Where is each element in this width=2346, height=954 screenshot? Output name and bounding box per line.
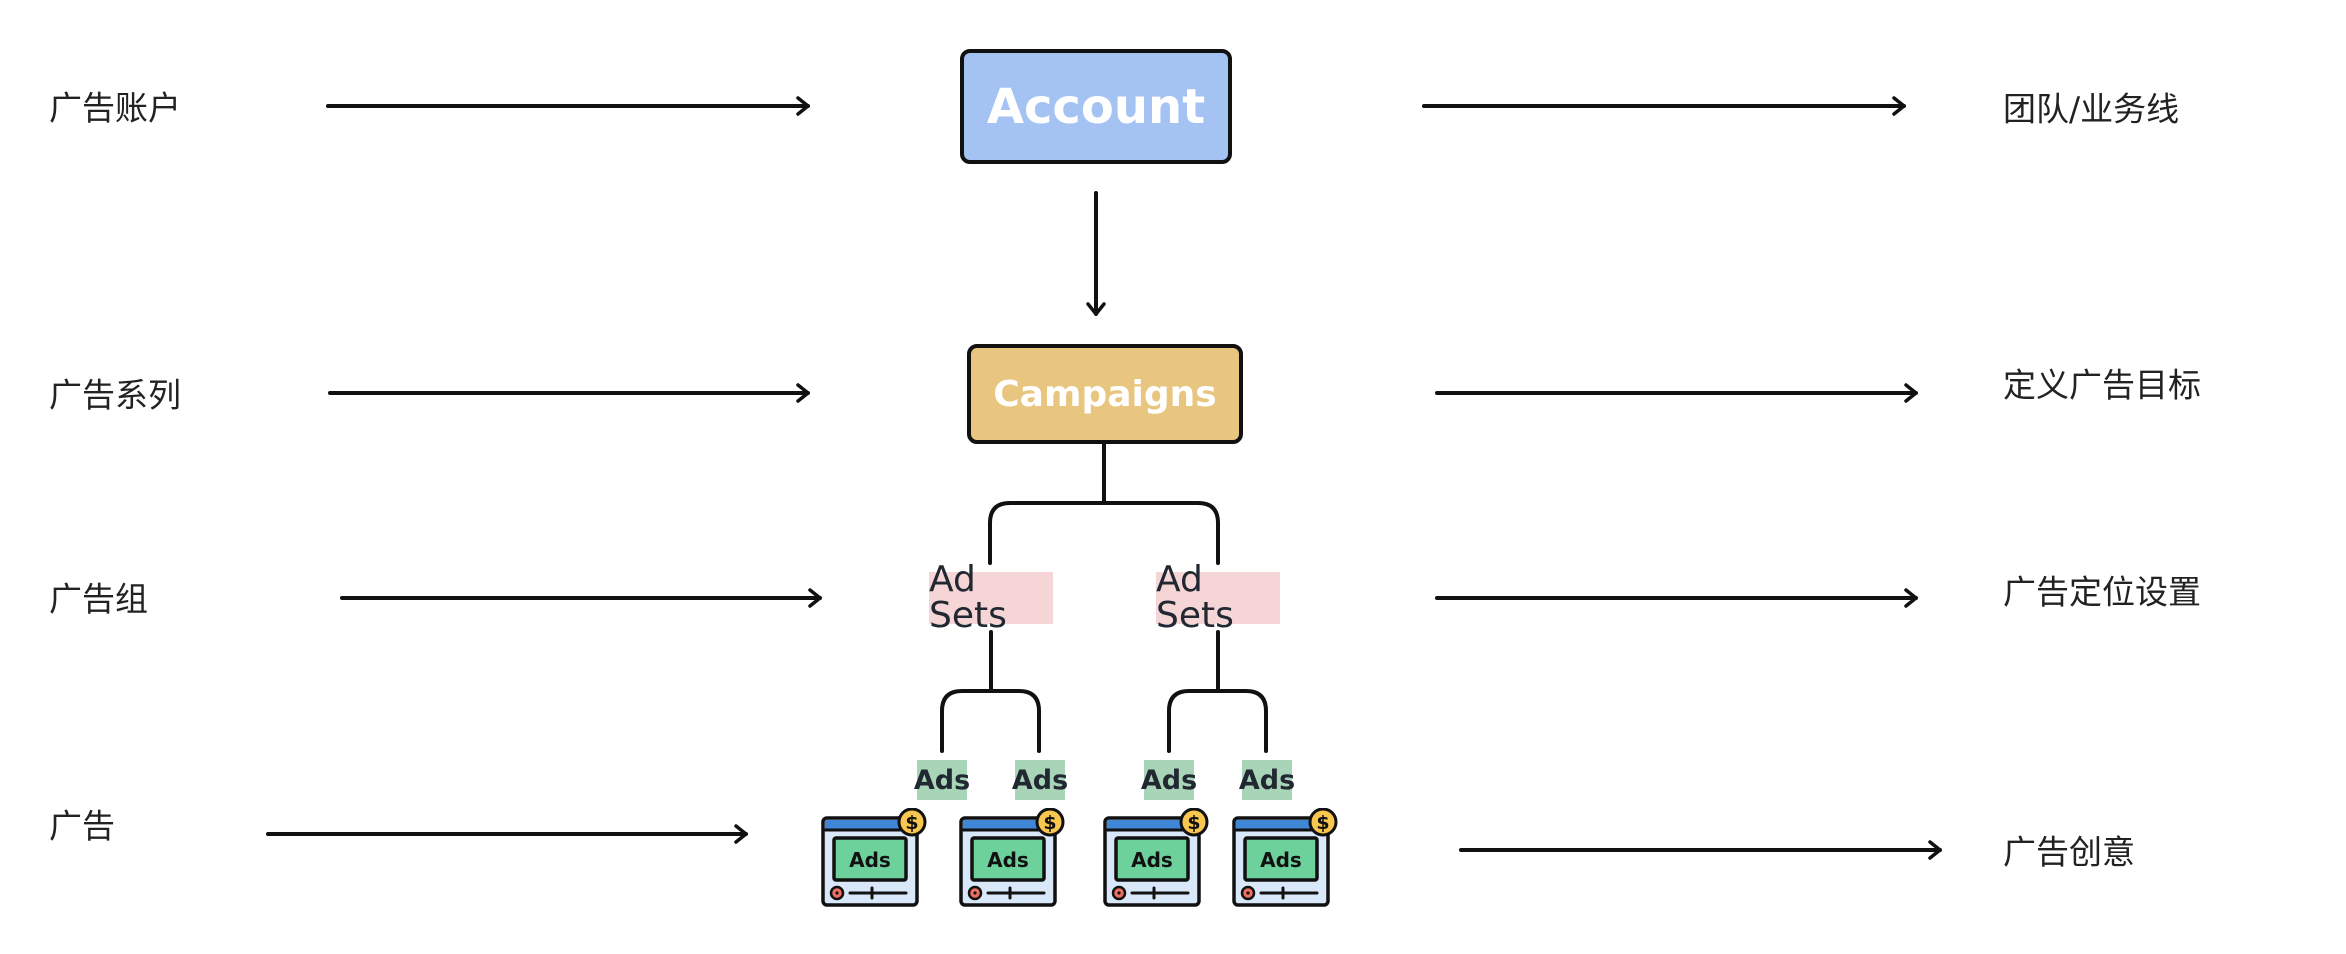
dollar-coin-icon: $	[905, 812, 918, 834]
adset-node-1: Ad Sets	[929, 562, 1053, 634]
connector-adset1-to-ads	[940, 630, 1041, 753]
ad-creative-label: Ads	[1131, 848, 1173, 872]
ad-creative-label: Ads	[987, 848, 1029, 872]
ads-tag-1: Ads	[914, 760, 970, 800]
dollar-coin-icon: $	[1187, 812, 1200, 834]
connector-adset2-to-ads	[1167, 630, 1268, 753]
left-label-account: 广告账户	[49, 88, 181, 128]
right-label-creative: 广告创意	[2003, 832, 2135, 872]
ad-creative-icon-1: Ads $	[821, 808, 927, 907]
dollar-coin-icon: $	[1316, 812, 1329, 834]
campaigns-node-label: Campaigns	[993, 373, 1217, 415]
right-label-objective: 定义广告目标	[2003, 365, 2201, 405]
ad-creative-icon-2: Ads $	[959, 808, 1065, 907]
left-label-adsets: 广告组	[49, 579, 148, 619]
right-label-team: 团队/业务线	[2003, 89, 2180, 129]
ad-creative-icon-3: Ads $	[1103, 808, 1209, 907]
left-label-ads: 广告	[49, 806, 115, 846]
ad-creative-label: Ads	[849, 848, 891, 872]
ad-creative-icon-4: Ads $	[1232, 808, 1338, 907]
dollar-coin-icon: $	[1043, 812, 1056, 834]
connector-campaigns-to-adsets	[988, 442, 1220, 565]
left-label-campaigns: 广告系列	[49, 375, 181, 415]
ads-tag-4: Ads	[1239, 760, 1295, 800]
right-label-targeting: 广告定位设置	[2003, 572, 2201, 612]
account-node: Account	[960, 49, 1232, 164]
campaigns-node: Campaigns	[967, 344, 1243, 444]
ad-creative-label: Ads	[1260, 848, 1302, 872]
ads-tag-2: Ads	[1012, 760, 1068, 800]
ads-tag-3: Ads	[1141, 760, 1197, 800]
adset-node-2: Ad Sets	[1156, 562, 1280, 634]
account-node-label: Account	[986, 78, 1206, 135]
